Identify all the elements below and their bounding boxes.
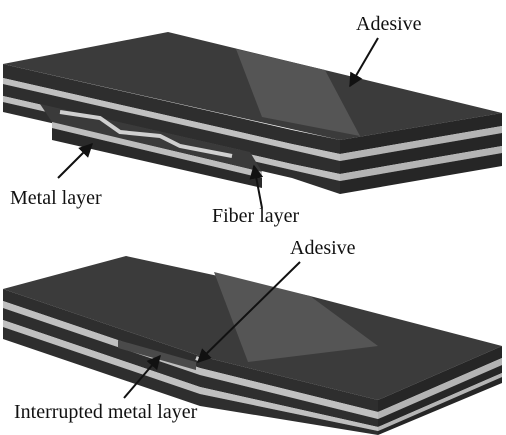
bottom-adhesive-arrow xyxy=(197,261,301,363)
bottom-metal-arrow xyxy=(123,354,161,399)
top-metal-arrow xyxy=(57,143,93,179)
top-laminate-metal-patch xyxy=(40,104,262,188)
top-fiber-label: Fiber layer xyxy=(212,205,300,227)
top-metal-label: Metal layer xyxy=(10,187,102,209)
top-laminate: Adesive Metal layer Fiber layer xyxy=(3,13,502,227)
top-fiber-arrow xyxy=(249,164,264,209)
bottom-interrupted-metal-label: Interrupted metal layer xyxy=(14,401,198,423)
bottom-laminate: Adesive Interrupted metal layer xyxy=(3,237,502,435)
top-laminate-right-layers xyxy=(292,113,502,194)
top-adhesive-arrow xyxy=(349,37,379,88)
top-laminate-adhesive-band xyxy=(236,49,360,136)
bottom-laminate-adhesive-band xyxy=(214,272,378,362)
top-adhesive-label: Adesive xyxy=(356,13,422,35)
bottom-adhesive-label: Adesive xyxy=(290,237,356,259)
bottom-laminate-right-layers xyxy=(200,346,502,435)
